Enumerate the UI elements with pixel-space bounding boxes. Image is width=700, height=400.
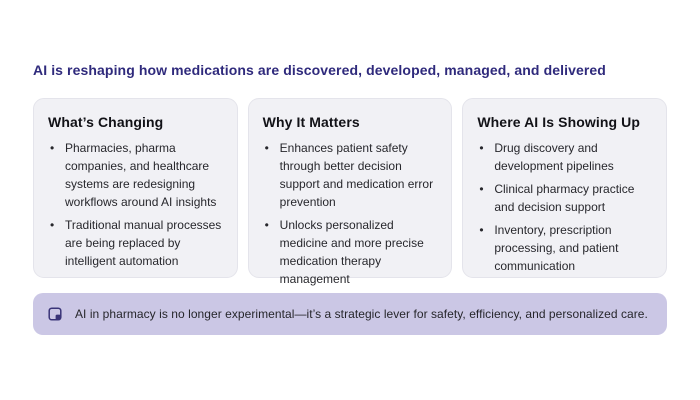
callout-banner: AI in pharmacy is no longer experimental…: [33, 293, 667, 335]
bullet-item: Drug discovery and development pipelines: [477, 139, 652, 175]
bullet-item: Clinical pharmacy practice and decision …: [477, 180, 652, 216]
bullet-item: Traditional manual processes are being r…: [48, 216, 223, 270]
banner-text: AI in pharmacy is no longer experimental…: [75, 307, 648, 321]
card-where-ai-showing-up: Where AI Is Showing Up Drug discovery an…: [462, 98, 668, 278]
bullet-list: Drug discovery and development pipelines…: [477, 139, 652, 275]
bullet-item: Enhances patient safety through better d…: [263, 139, 438, 211]
cards-row: What’s Changing Pharmacies, pharma compa…: [33, 98, 668, 286]
bullet-item: Unlocks personalized medicine and more p…: [263, 216, 438, 288]
bullet-item: Inventory, prescription processing, and …: [477, 221, 652, 275]
card-heading: Where AI Is Showing Up: [477, 114, 641, 130]
bullet-list: Pharmacies, pharma companies, and health…: [48, 139, 223, 270]
bullet-list: Enhances patient safety through better d…: [263, 139, 438, 288]
page-title: AI is reshaping how medications are disc…: [33, 62, 606, 78]
card-heading: Why It Matters: [262, 114, 360, 130]
card-whats-changing: What’s Changing Pharmacies, pharma compa…: [33, 98, 238, 278]
sticky-note-icon: [48, 307, 62, 321]
bullet-item: Pharmacies, pharma companies, and health…: [48, 139, 223, 211]
card-heading: What’s Changing: [48, 114, 164, 130]
card-why-it-matters: Why It Matters Enhances patient safety t…: [247, 98, 453, 286]
